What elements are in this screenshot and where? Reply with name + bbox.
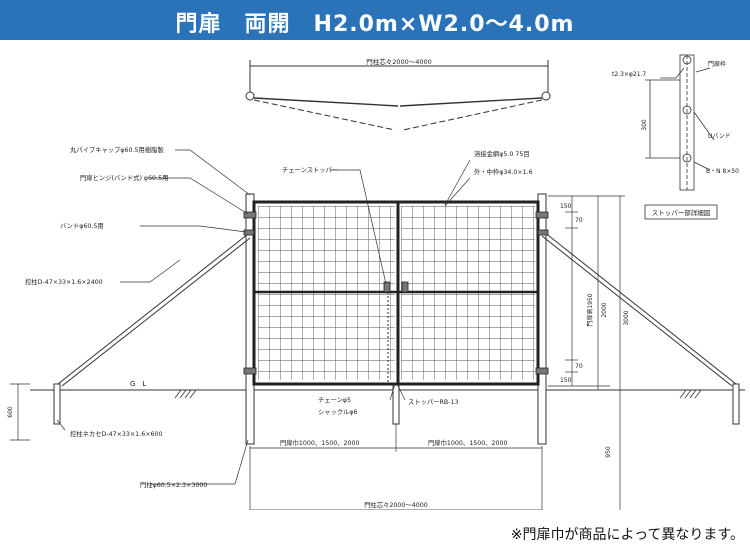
plan-left-post: [245, 91, 255, 101]
gl-label: G L: [130, 380, 146, 388]
hinge-top: [243, 211, 257, 219]
detail-title-box: [644, 204, 718, 220]
dim-70-top: 70: [575, 217, 583, 224]
dim-600: 600: [7, 406, 14, 418]
strut-label: 控柱D-47×33×1.6×2400: [25, 277, 103, 286]
chain-label: チェーンφ5: [318, 396, 351, 404]
post-span-bottom: 門柱芯々2000～4000: [364, 500, 428, 509]
band: [243, 229, 255, 236]
page-title: 門扉 両開 H2.0m×W2.0～4.0m: [175, 12, 575, 37]
gate-drawing: 門柱芯々2000～4000 G L: [7, 54, 745, 510]
plan-right-post: [541, 91, 551, 101]
title-banner: 門扉 両開 H2.0m×W2.0～4.0m: [0, 0, 750, 40]
chain-stopper-label: チェーンストッパー: [282, 166, 338, 174]
mesh-label: 溶接金網φ5.0 75目: [474, 149, 530, 158]
hinge-label: 門扉ヒンジ(バンド式) φ60.5用: [80, 173, 168, 182]
gate-leaves: [243, 200, 549, 386]
post-label: 門柱φ60.5×2.3×3000: [140, 480, 207, 489]
dim-3000: 3000: [623, 310, 630, 325]
detail-door-frame: 門扉枠: [708, 60, 726, 68]
center-stopper-rod: [392, 383, 400, 425]
dim-150-bottom: 150: [560, 377, 572, 384]
detail-pipe: t2.3×φ21.7: [612, 71, 646, 78]
hinge-bottom: [243, 367, 257, 375]
stopper-rb-label: ストッパーRB-13: [408, 398, 458, 406]
band-label: バンドφ60.5用: [60, 222, 104, 230]
top-plan-view: [245, 60, 551, 131]
detail-u-band: Uバンド: [708, 133, 731, 140]
cap-label: 丸パイプキャップφ60.5用樹脂製: [70, 145, 164, 154]
dim-2000: 2000: [601, 302, 608, 317]
dim-150-top: 150: [560, 203, 572, 210]
struts: [53, 231, 740, 425]
dim-70-bottom: 70: [575, 363, 583, 370]
leader-lines: [56, 149, 471, 485]
frame-label: 外・中枠φ34.0×1.6: [474, 167, 533, 176]
ground: [30, 389, 745, 399]
door-width-right: 門扉巾1000、1500、2000: [428, 438, 508, 447]
footnote: ※門扉巾が商品によって異なります。: [510, 527, 744, 543]
plan-dim-label: 門柱芯々2000～4000: [366, 57, 432, 66]
shackle-label: シャックルφ6: [318, 408, 357, 416]
bottom-dimensions: [249, 424, 543, 510]
dim-950: 950: [605, 446, 612, 458]
detail-title: ストッパー部詳細図: [652, 208, 711, 217]
stopper-detail: [645, 54, 715, 191]
posts: [245, 193, 547, 445]
chain-stopper: [383, 281, 391, 293]
strut-anchor-label: 控柱ネカセD-47×33×1.6×600: [70, 429, 163, 438]
door-width-left: 門扉巾1000、1500、2000: [280, 438, 360, 447]
dim-door-height: 門扉高1950: [586, 293, 594, 326]
right-dimensions: [10, 195, 625, 510]
dim-300: 300: [641, 119, 648, 131]
detail-bolt: B・N 8×50: [706, 168, 739, 175]
